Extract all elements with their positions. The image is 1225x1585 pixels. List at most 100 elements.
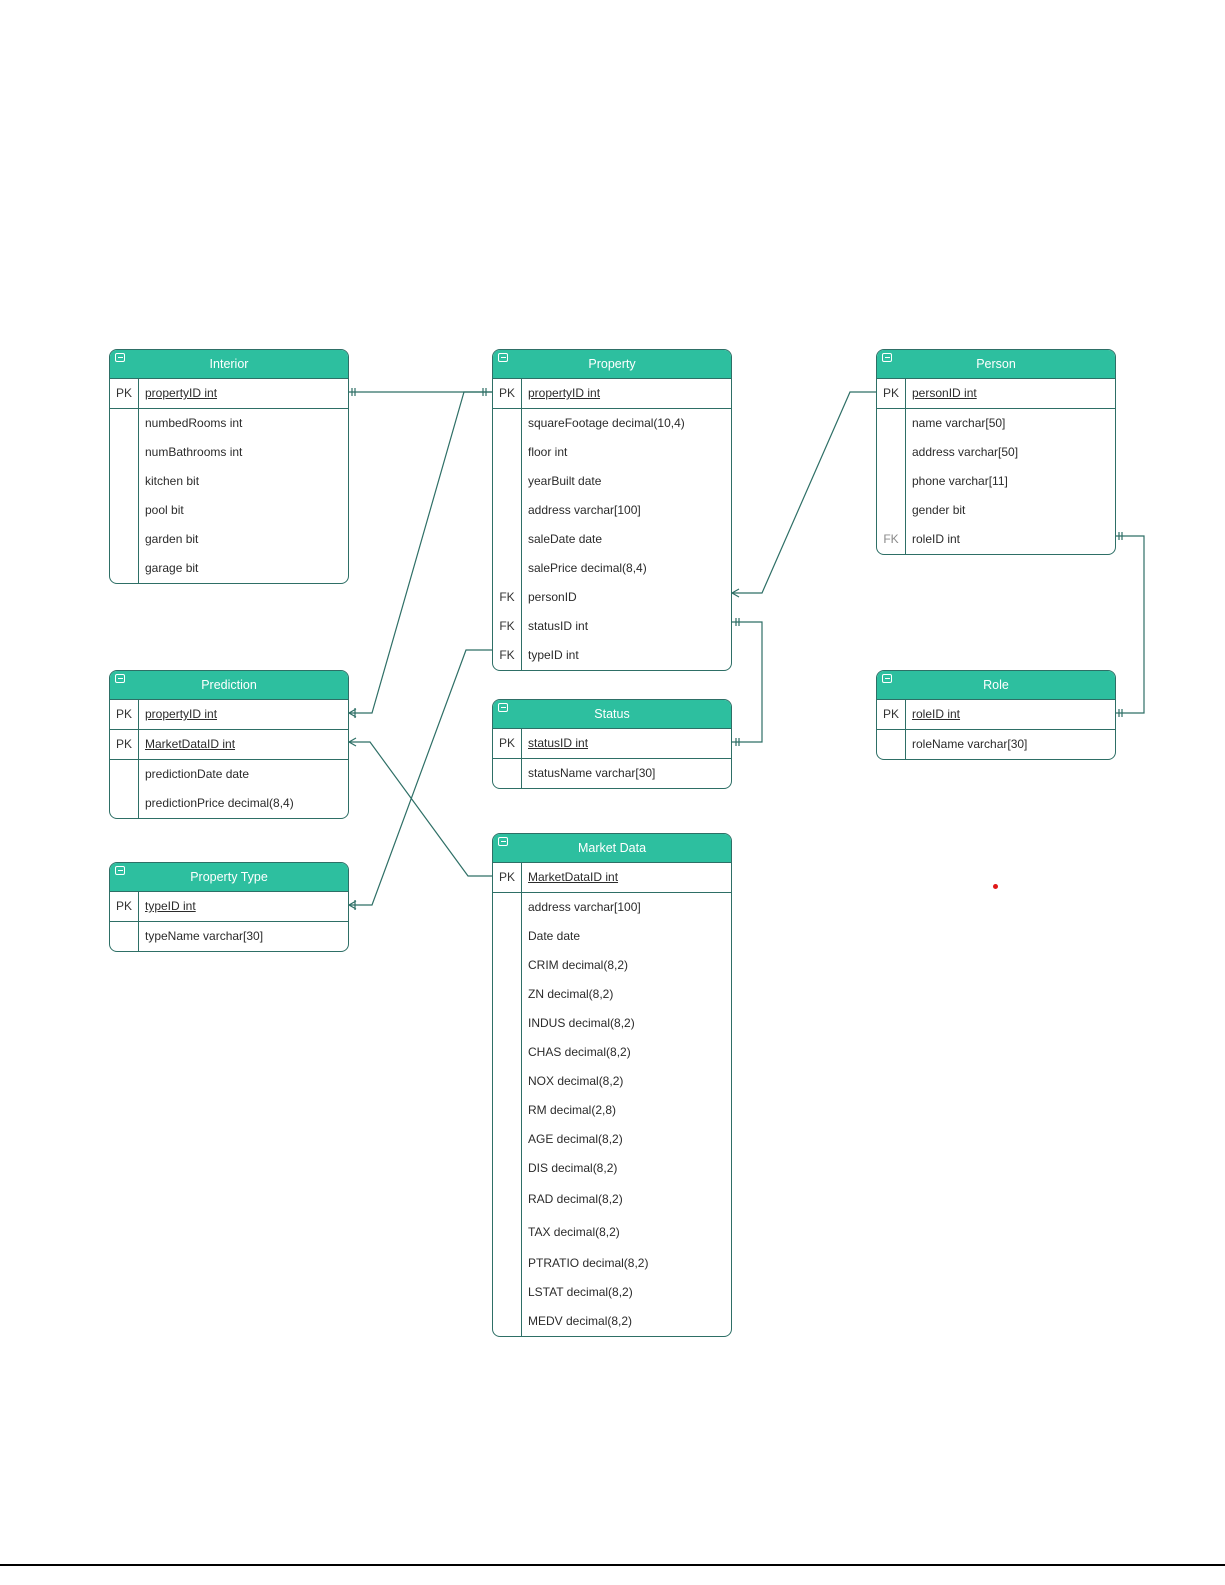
collapse-icon[interactable]: [115, 353, 125, 362]
connector-person-role: [1115, 535, 1145, 714]
table-row[interactable]: phone varchar[11]: [877, 467, 1115, 496]
table-row[interactable]: ZN decimal(8,2): [493, 980, 731, 1009]
table-row[interactable]: roleName varchar[30]: [877, 730, 1115, 759]
key-label: [493, 1249, 521, 1278]
column-divider: [138, 379, 139, 583]
table-row[interactable]: yearBuilt date: [493, 467, 731, 496]
entity-header[interactable]: Status: [493, 700, 731, 729]
table-row[interactable]: gender bit: [877, 496, 1115, 525]
entity-header[interactable]: Market Data: [493, 834, 731, 863]
collapse-icon[interactable]: [498, 837, 508, 846]
entity-header[interactable]: Interior: [110, 350, 348, 379]
entity-header[interactable]: Person: [877, 350, 1115, 379]
table-row[interactable]: garden bit: [110, 525, 348, 554]
field-label: MarketDataID int: [528, 870, 619, 884]
table-row[interactable]: address varchar[100]: [493, 496, 731, 525]
collapse-icon[interactable]: [115, 866, 125, 875]
collapse-icon[interactable]: [882, 674, 892, 683]
entity-header[interactable]: Role: [877, 671, 1115, 700]
key-label: [493, 980, 521, 1009]
table-row[interactable]: predictionDate date: [110, 760, 348, 789]
entity-header[interactable]: Prediction: [110, 671, 348, 700]
table-row[interactable]: predictionPrice decimal(8,4): [110, 789, 348, 818]
table-row[interactable]: address varchar[100]: [493, 893, 731, 922]
table-row[interactable]: INDUS decimal(8,2): [493, 1009, 731, 1038]
table-row[interactable]: numbedRooms int: [110, 409, 348, 438]
field-label: RM decimal(2,8): [528, 1103, 617, 1117]
field-label: saleDate date: [528, 532, 603, 546]
field-label: address varchar[100]: [528, 503, 641, 517]
key-label: [493, 1125, 521, 1154]
table-row[interactable]: garage bit: [110, 554, 348, 583]
field-label: INDUS decimal(8,2): [528, 1016, 635, 1030]
field-label: kitchen bit: [145, 474, 200, 488]
table-row[interactable]: CHAS decimal(8,2): [493, 1038, 731, 1067]
key-label: [877, 730, 905, 759]
entity-header[interactable]: Property Type: [110, 863, 348, 892]
collapse-icon[interactable]: [882, 353, 892, 362]
table-row[interactable]: typeName varchar[30]: [110, 922, 348, 951]
table-row[interactable]: PTRATIO decimal(8,2): [493, 1249, 731, 1278]
table-row[interactable]: Date date: [493, 922, 731, 951]
key-label: PK: [882, 707, 899, 721]
collapse-icon[interactable]: [115, 674, 125, 683]
field-label: address varchar[50]: [912, 445, 1019, 459]
key-label: [110, 496, 138, 525]
key-label: [493, 1307, 521, 1336]
key-label: [493, 1278, 521, 1307]
table-row[interactable]: MEDV decimal(8,2): [493, 1307, 731, 1336]
table-row[interactable]: squareFootage decimal(10,4): [493, 409, 731, 438]
table-row[interactable]: floor int: [493, 438, 731, 467]
table-row[interactable]: name varchar[50]: [877, 409, 1115, 438]
key-label: [493, 951, 521, 980]
table-row[interactable]: CRIM decimal(8,2): [493, 951, 731, 980]
red-marker-dot: [993, 884, 998, 889]
field-label: statusName varchar[30]: [528, 766, 656, 780]
table-row[interactable]: AGE decimal(8,2): [493, 1125, 731, 1154]
table-row[interactable]: address varchar[50]: [877, 438, 1115, 467]
table-row[interactable]: numBathrooms int: [110, 438, 348, 467]
field-label: NOX decimal(8,2): [528, 1074, 624, 1088]
field-label: statusID int: [528, 736, 589, 750]
field-label: Date date: [528, 929, 581, 943]
table-row[interactable]: salePrice decimal(8,4): [493, 554, 731, 583]
table-row[interactable]: saleDate date: [493, 525, 731, 554]
table-row[interactable]: LSTAT decimal(8,2): [493, 1278, 731, 1307]
table-row[interactable]: RAD decimal(8,2): [493, 1183, 731, 1216]
entity-header[interactable]: Property: [493, 350, 731, 379]
table-row[interactable]: pool bit: [110, 496, 348, 525]
collapse-icon[interactable]: [498, 353, 508, 362]
collapse-icon[interactable]: [498, 703, 508, 712]
table-row[interactable]: RM decimal(2,8): [493, 1096, 731, 1125]
key-label: [110, 525, 138, 554]
field-label: LSTAT decimal(8,2): [528, 1285, 633, 1299]
table-row[interactable]: NOX decimal(8,2): [493, 1067, 731, 1096]
table-row[interactable]: DIS decimal(8,2): [493, 1154, 731, 1183]
field-label: propertyID int: [528, 386, 601, 400]
field-label: propertyID int: [145, 386, 218, 400]
table-row[interactable]: TAX decimal(8,2): [493, 1216, 731, 1249]
table-row[interactable]: kitchen bit: [110, 467, 348, 496]
table-row[interactable]: statusName varchar[30]: [493, 759, 731, 788]
